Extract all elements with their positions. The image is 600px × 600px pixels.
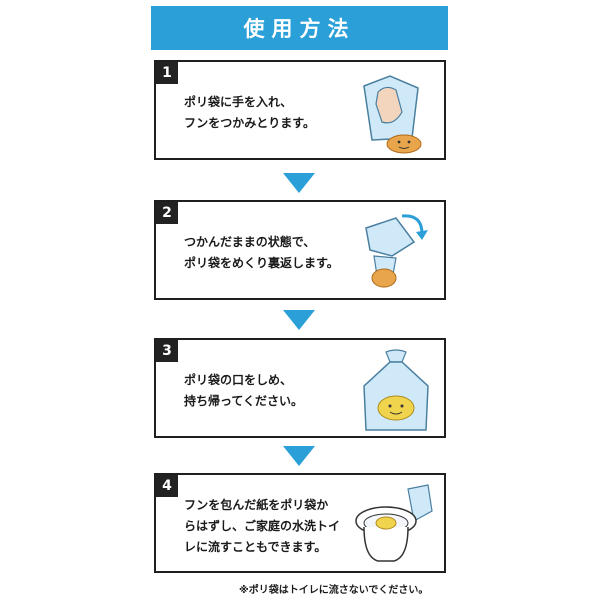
toilet-illustration [355, 484, 433, 562]
step-2-text: つかんだままの状態で、 ポリ袋をめくり裏返します。 [184, 235, 339, 270]
step-2-number: 2 [156, 202, 178, 224]
flip-bag-illustration [365, 214, 428, 288]
title-banner: 使用方法 [151, 6, 448, 50]
step-3-box: 3 ポリ袋の口をしめ、 持ち帰ってください。 [154, 338, 446, 438]
step-1-number: 1 [156, 62, 178, 84]
step-1-text: ポリ袋に手を入れ、 フンをつかみとります。 [184, 95, 316, 130]
page-title: 使用方法 [243, 17, 356, 41]
arrow-down-icon [283, 310, 315, 330]
step-1-box: 1 ポリ袋に手を入れ、 フンをつかみとります。 [154, 60, 446, 160]
hand-in-bag-illustration [363, 75, 422, 154]
step-4-text: フンを包んだ紙をポリ袋か らはずし、ご家庭の水洗トイ レに流すこともできます。 [184, 498, 341, 554]
step-3-text: ポリ袋の口をしめ、 持ち帰ってください。 [184, 373, 304, 408]
footnote: ※ポリ袋はトイレに流さないでください。 [239, 585, 429, 596]
step-4-number: 4 [156, 475, 178, 497]
tied-bag-illustration [363, 349, 429, 431]
step-4-box: 4 フンを包んだ紙をポリ袋か らはずし、ご家庭の水洗トイ レに流すこともできます… [154, 473, 446, 573]
arrow-down-icon [283, 173, 315, 193]
step-3-number: 3 [156, 340, 178, 362]
step-2-box: 2 つかんだままの状態で、 ポリ袋をめくり裏返します。 [154, 200, 446, 300]
arrow-down-icon [283, 446, 315, 466]
